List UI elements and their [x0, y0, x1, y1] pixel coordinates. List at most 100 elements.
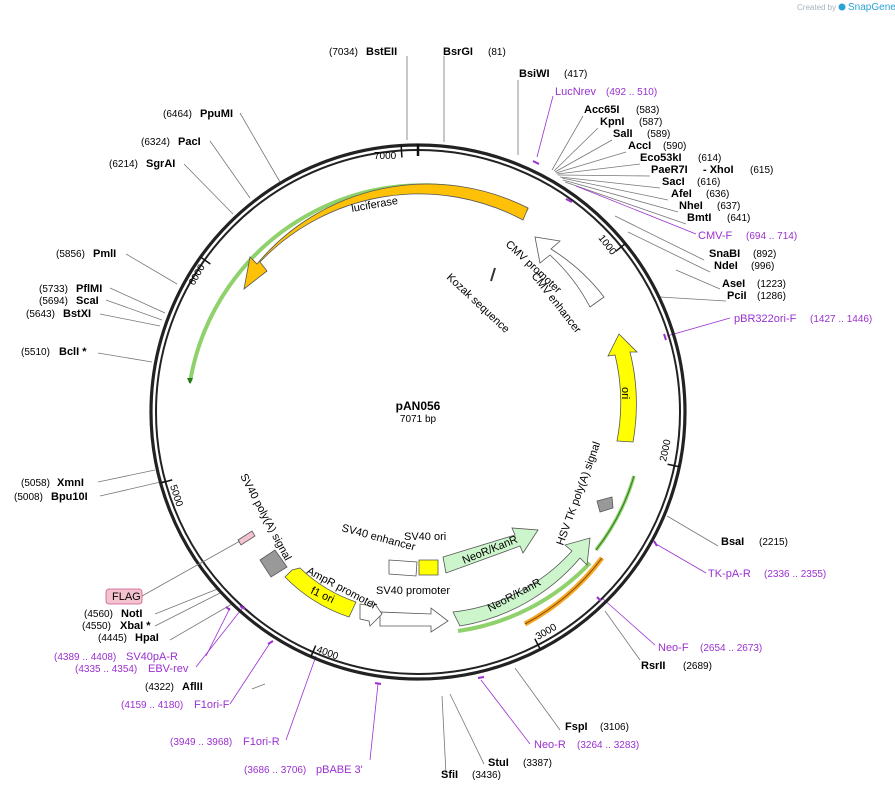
enzyme-pos-fspi: (3106) [600, 722, 629, 733]
flag-label-box [105, 588, 143, 605]
primer-range-pbr322ori-f: (1427 .. 1446) [810, 314, 872, 325]
enzyme-pos-kpni: (587) [639, 117, 662, 128]
luciferase-highlight [188, 183, 529, 383]
primer-range-tk-pa-r: (2336 .. 2355) [764, 569, 826, 580]
primer-range-lucnrev: (492 .. 510) [606, 87, 657, 98]
enzyme-bsai: BsaI [721, 536, 744, 548]
enzyme-ppumi: PpuMI [200, 108, 233, 120]
enzyme-pos-bsai: (2215) [759, 537, 788, 548]
primer-lucnrev: LucNrev [555, 86, 596, 98]
watermark-brand: SnapGene [848, 2, 895, 13]
enzyme-afei: AfeI [671, 188, 692, 200]
enzyme-aflii: AflII [182, 681, 203, 693]
sv40-promoter-label: SV40 promoter [376, 585, 450, 597]
primer-range-f1ori-r: (3949 .. 3968) [170, 737, 232, 748]
ampr-promoter-arrow [359, 599, 383, 627]
enzyme-sfii: SfiI [441, 769, 458, 781]
enzyme-sgrai: SgrAI [146, 158, 175, 170]
enzyme-pos-ndei: (996) [751, 261, 774, 272]
enzyme-bsteii: BstEII [366, 46, 397, 58]
enzyme-snabi: SnaBI [709, 248, 740, 260]
neor-kanr-arrow-1 [442, 527, 539, 574]
enzyme-hpai: HpaI [135, 632, 159, 644]
tick-mark-3000 [534, 638, 541, 650]
primer-pbr322ori-f: pBR322ori-F [734, 313, 797, 325]
enzyme-eco53ki: Eco53kI [640, 152, 682, 164]
enzyme-bsiwi: BsiWI [519, 68, 550, 80]
flag-box [237, 530, 256, 546]
cmv-arrow [534, 236, 605, 308]
enzyme-paer7i: PaeR7I [651, 164, 688, 176]
enzyme-xbai: XbaI * [120, 620, 151, 632]
enzyme-pos-pcii: (1286) [757, 291, 786, 302]
primer-range-f1ori-f: (4159 .. 4180) [121, 700, 183, 711]
enzyme-pos-bsteii: (7034) [329, 47, 358, 58]
enzyme-fspi: FspI [565, 721, 588, 733]
hsv-tk-polya-label: HSV TK poly(A) signal [555, 440, 604, 547]
sv40-ori-box [418, 559, 439, 576]
sv40-polya-label: SV40 poly(A) signal [237, 472, 293, 563]
enzyme-rsrii: RsrII [641, 660, 665, 672]
luciferase-arrow [243, 183, 529, 290]
enzyme-pos-bsiwi: (417) [564, 69, 587, 80]
tick-mark-7000 [400, 145, 403, 158]
enzyme-sali: SalI [613, 128, 633, 140]
enzyme-nhei: NheI [679, 200, 703, 212]
kozak-label: Kozak sequence [444, 271, 512, 335]
enzyme-pos-afei: (636) [706, 189, 729, 200]
snapgene-logo-icon [838, 3, 846, 11]
primer-marks [225, 160, 667, 685]
tick-label-6000: 6000 [187, 262, 208, 287]
enzyme-acci: AccI [628, 140, 651, 152]
sv40-polya-box [259, 549, 288, 578]
tick-mark-4000 [310, 645, 317, 657]
enzyme-pos-hpai: (4445) [98, 633, 127, 644]
enzyme-pos-bpu10i: (5008) [14, 492, 43, 503]
tick-label-2000: 2000 [658, 438, 673, 462]
enzyme-pos-ppumi: (6464) [163, 109, 192, 120]
primer-tk-pa-r: TK-pA-R [708, 568, 751, 580]
enzyme-bstxi: BstXI [63, 308, 91, 320]
enzyme-pos-xmni: (5058) [21, 478, 50, 489]
f1-ori-arrow [284, 567, 357, 618]
plasmid-name: pAN056 [396, 399, 441, 413]
plasmid-size: 7071 bp [400, 414, 437, 425]
enzyme-pos-eco53ki: (614) [698, 153, 721, 164]
enzyme-pos-acc65i: (583) [636, 105, 659, 116]
primer-ebv-rev: EBV-rev [148, 663, 189, 675]
primer-range-pbabe3: (3686 .. 3706) [244, 765, 306, 776]
enzyme-pflmi: PflMI [76, 283, 102, 295]
sv40-ori-label: SV40 ori [404, 531, 446, 543]
tick-label-7000: 7000 [374, 151, 397, 162]
enzyme-pos-aflii: (4322) [145, 682, 174, 693]
enzyme-pos-pmli: (5856) [56, 249, 85, 260]
primer-cmv-f: CMV-F [698, 230, 733, 242]
tick-mark-6000 [200, 256, 211, 265]
enzyme-bcli: BclI * [59, 346, 87, 358]
flag-label: FLAG [112, 591, 141, 603]
tick-mark-5000 [160, 479, 173, 484]
primer-neo-f: Neo-F [658, 642, 689, 654]
enzyme-pos-noti: (4560) [84, 609, 113, 620]
primer-sv40pa-r: SV40pA-R [126, 651, 178, 663]
enzyme-bmti: BmtI [687, 212, 711, 224]
enzyme-pos-bmti: (641) [727, 213, 750, 224]
enzyme-pos-xhoi: (615) [750, 165, 773, 176]
sv40-enhancer-box [388, 559, 418, 577]
enzyme-pos-acci: (590) [663, 141, 686, 152]
enzyme-pmli: PmlI [93, 248, 116, 260]
enzyme-pos-bstxi: (5643) [26, 309, 55, 320]
enzyme-noti: NotI [121, 608, 142, 620]
enzyme-pos-rsrii: (2689) [683, 661, 712, 672]
watermark-created-by: Created by [797, 3, 836, 12]
label-leader-lines [97, 56, 727, 775]
tick-label-1000: 1000 [596, 233, 619, 258]
enzyme-pos-stui: (3387) [523, 758, 552, 769]
primer-range-cmv-f: (694 .. 714) [746, 231, 797, 242]
enzyme-pos-bsrgi: (81) [488, 47, 506, 58]
enzyme-pos-pflmi: (5733) [39, 284, 68, 295]
primer-range-sv40pa-r: (4389 .. 4408) [54, 652, 116, 663]
hsv-tk-polya-box [596, 496, 614, 513]
enzyme-paci: PacI [178, 136, 201, 148]
